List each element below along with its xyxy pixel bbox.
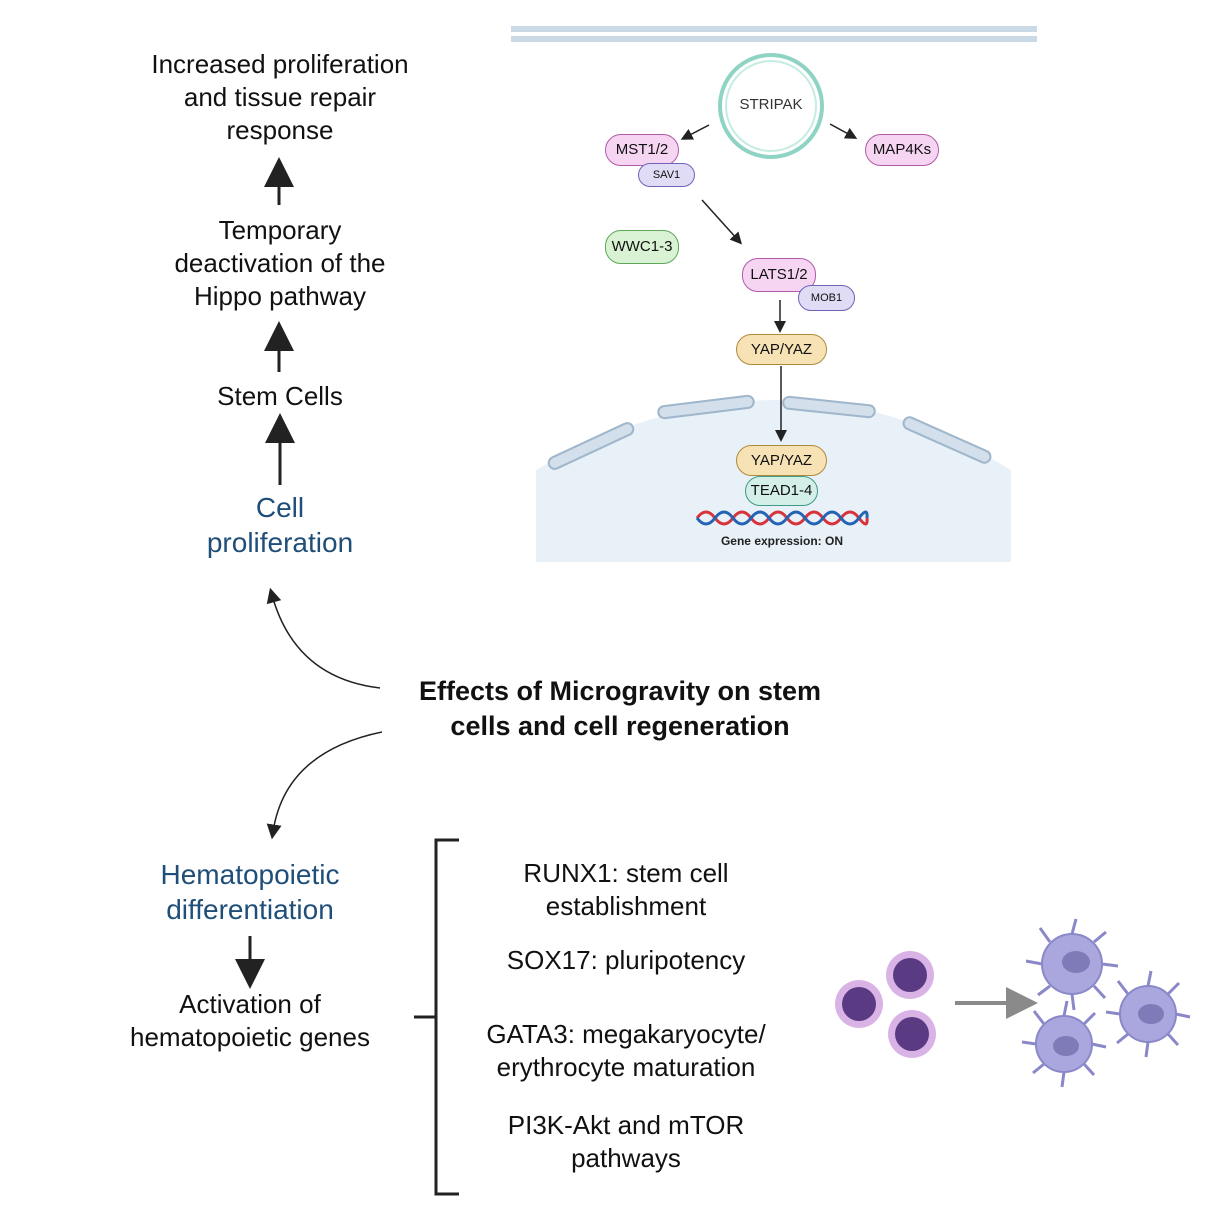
outcome-line-2: and tissue repair	[183, 82, 377, 112]
cell-proliferation-line-1: Cell	[255, 492, 305, 523]
cell-proliferation-text: Cell proliferation	[120, 490, 440, 560]
dna-helix	[695, 510, 869, 526]
center-title: Effects of Microgravity on stem cells an…	[390, 674, 850, 744]
stem-cells-text: Stem Cells	[217, 381, 343, 411]
gene-runx1-line-1: RUNX1: stem cell	[523, 858, 729, 888]
activation-line-2: hematopoietic genes	[130, 1022, 370, 1052]
outcome-line-3: response	[226, 115, 334, 145]
gene-expression-label: Gene expression: ON	[720, 534, 844, 548]
hippo-line-1: Temporary	[218, 215, 342, 245]
gene-gata3-line-1: GATA3: megakaryocyte/	[486, 1019, 766, 1049]
gene-pi3k-line-1: PI3K-Akt and mTOR	[507, 1110, 745, 1140]
sav-pill: SAV1	[638, 163, 695, 187]
mob-pill: MOB1	[798, 285, 855, 311]
hippo-line-3: Hippo pathway	[194, 281, 366, 311]
stripak-ring	[718, 53, 824, 159]
activation-line-1: Activation of	[179, 989, 321, 1019]
cell-membrane	[511, 26, 1037, 42]
curved-arrows	[266, 587, 383, 840]
hematopoietic-title-line-2: differentiation	[166, 894, 334, 925]
flow-arrows	[235, 157, 295, 989]
hippo-text: Temporary deactivation of the Hippo path…	[120, 214, 440, 313]
yap-nuc-pill: YAP/YAZ	[736, 445, 827, 476]
hematopoietic-title-line-1: Hematopoietic	[160, 859, 340, 890]
gene-pi3k: PI3K-Akt and mTOR pathways	[460, 1109, 792, 1175]
tead-pill: TEAD1-4	[745, 476, 818, 506]
center-title-line-1: Effects of Microgravity on stem	[418, 676, 822, 706]
gene-pi3k-line-2: pathways	[571, 1143, 681, 1173]
gene-sox17-line-1: SOX17: pluripotency	[506, 945, 746, 975]
gene-runx1: RUNX1: stem cell establishment	[460, 857, 792, 923]
gene-gata3: GATA3: megakaryocyte/ erythrocyte matura…	[450, 1018, 802, 1084]
gene-sox17: SOX17: pluripotency	[460, 944, 792, 977]
hippo-line-2: deactivation of the	[174, 248, 386, 278]
outcome-text: Increased proliferation and tissue repai…	[120, 48, 440, 147]
yap-cyto-pill: YAP/YAZ	[736, 334, 827, 365]
megakaryocyte-cells	[1021, 918, 1191, 1088]
pathway-arrows	[680, 123, 858, 442]
wwc-pill: WWC1-3	[605, 230, 679, 264]
activation-text: Activation of hematopoietic genes	[95, 988, 405, 1054]
hematopoietic-title: Hematopoietic differentiation	[100, 857, 400, 927]
gene-runx1-line-2: establishment	[545, 891, 707, 921]
stripak-label: STRIPAK	[739, 96, 803, 113]
gene-bracket	[414, 838, 459, 1196]
hematopoietic-cells	[835, 951, 936, 1058]
gene-gata3-line-2: erythrocyte maturation	[496, 1052, 756, 1082]
cell-proliferation-line-2: proliferation	[206, 527, 354, 558]
map4k-pill: MAP4Ks	[865, 134, 939, 166]
outcome-line-1: Increased proliferation	[151, 49, 409, 79]
mst-pill: MST1/2	[605, 134, 679, 166]
center-title-line-2: cells and cell regeneration	[450, 711, 790, 741]
